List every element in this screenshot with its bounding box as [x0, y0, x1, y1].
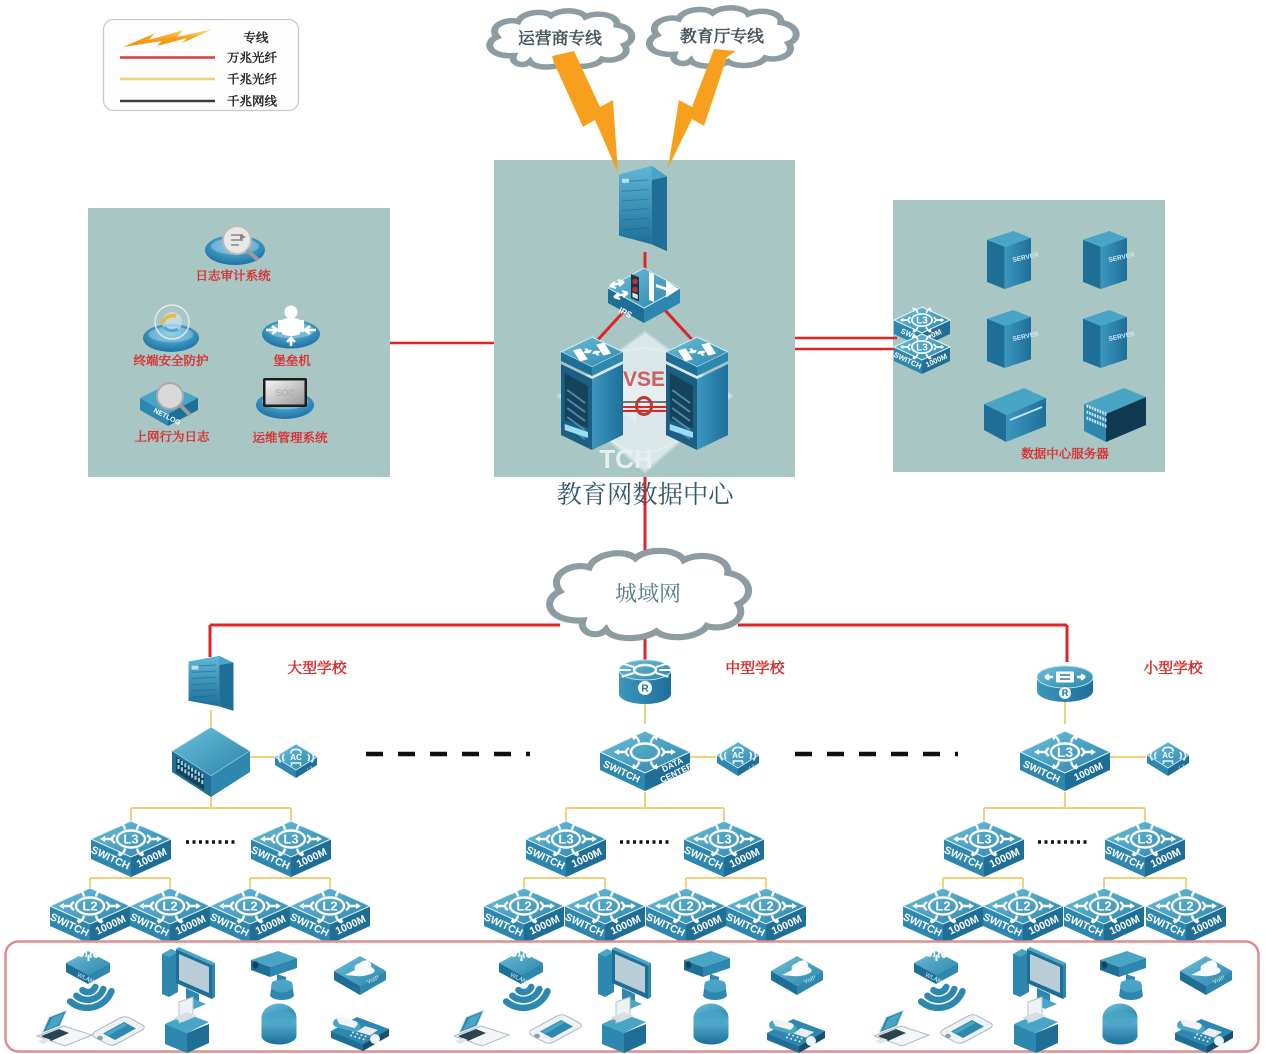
svg-text:L3: L3: [305, 764, 314, 774]
svg-text:L3: L3: [123, 829, 138, 848]
svg-text:千兆光纤: 千兆光纤: [227, 70, 278, 88]
svg-text:L2: L2: [516, 896, 531, 915]
svg-text:L2: L2: [678, 896, 693, 915]
svg-text:0M: 0M: [929, 326, 943, 340]
svg-text:AC: AC: [1162, 750, 1174, 761]
svg-text:L3: L3: [558, 829, 573, 848]
svg-text:L2: L2: [162, 896, 177, 915]
svg-text:教育厅专线: 教育厅专线: [679, 23, 764, 47]
svg-text:日志审计系统: 日志审计系统: [195, 266, 271, 284]
svg-text:L2: L2: [82, 896, 97, 915]
svg-text:L3: L3: [976, 829, 991, 848]
svg-text:L2: L2: [242, 896, 257, 915]
svg-text:小型学校: 小型学校: [1143, 657, 1202, 678]
svg-text:L3: L3: [716, 829, 731, 848]
svg-text:L2: L2: [1096, 896, 1111, 915]
svg-text:L2: L2: [1178, 896, 1193, 915]
svg-text:中型学校: 中型学校: [725, 657, 784, 678]
svg-text:数据中心服务器: 数据中心服务器: [1021, 444, 1109, 462]
svg-text:L3: L3: [916, 339, 928, 354]
svg-text:L3: L3: [1177, 762, 1186, 772]
svg-text:L2: L2: [935, 896, 950, 915]
svg-text:终端安全防护: 终端安全防护: [133, 351, 209, 369]
svg-text:堡垒机: 堡垒机: [272, 351, 311, 369]
svg-text:城域网: 城域网: [615, 577, 681, 608]
svg-text:L3: L3: [283, 829, 298, 848]
svg-text:大型学校: 大型学校: [287, 657, 346, 678]
svg-text:L3: L3: [1057, 742, 1074, 762]
svg-text:R: R: [1062, 686, 1069, 699]
svg-text:L2: L2: [322, 896, 337, 915]
svg-text:VSE: VSE: [623, 363, 665, 393]
svg-text:L3: L3: [1137, 829, 1152, 848]
svg-text:AC: AC: [290, 752, 302, 763]
svg-text:专线: 专线: [243, 28, 269, 46]
svg-text:L3: L3: [747, 762, 756, 772]
svg-text:L2: L2: [758, 896, 773, 915]
svg-text:上网行为日志: 上网行为日志: [134, 427, 210, 445]
svg-text:L3: L3: [916, 312, 928, 327]
svg-text:运营商专线: 运营商专线: [518, 25, 602, 49]
svg-text:万兆光纤: 万兆光纤: [227, 48, 278, 66]
svg-text:SWI: SWI: [899, 325, 916, 341]
svg-text:AC: AC: [732, 750, 744, 761]
svg-text:运维管理系统: 运维管理系统: [252, 428, 328, 446]
svg-text:L2: L2: [597, 896, 612, 915]
svg-text:IPS: IPS: [617, 304, 635, 321]
svg-text:SOC: SOC: [275, 386, 295, 399]
svg-text:TCH: TCH: [599, 439, 652, 476]
svg-text:R: R: [641, 680, 649, 695]
svg-text:千兆网线: 千兆网线: [227, 92, 278, 110]
svg-text:教育网数据中心: 教育网数据中心: [556, 475, 733, 511]
svg-text:L2: L2: [1015, 896, 1030, 915]
